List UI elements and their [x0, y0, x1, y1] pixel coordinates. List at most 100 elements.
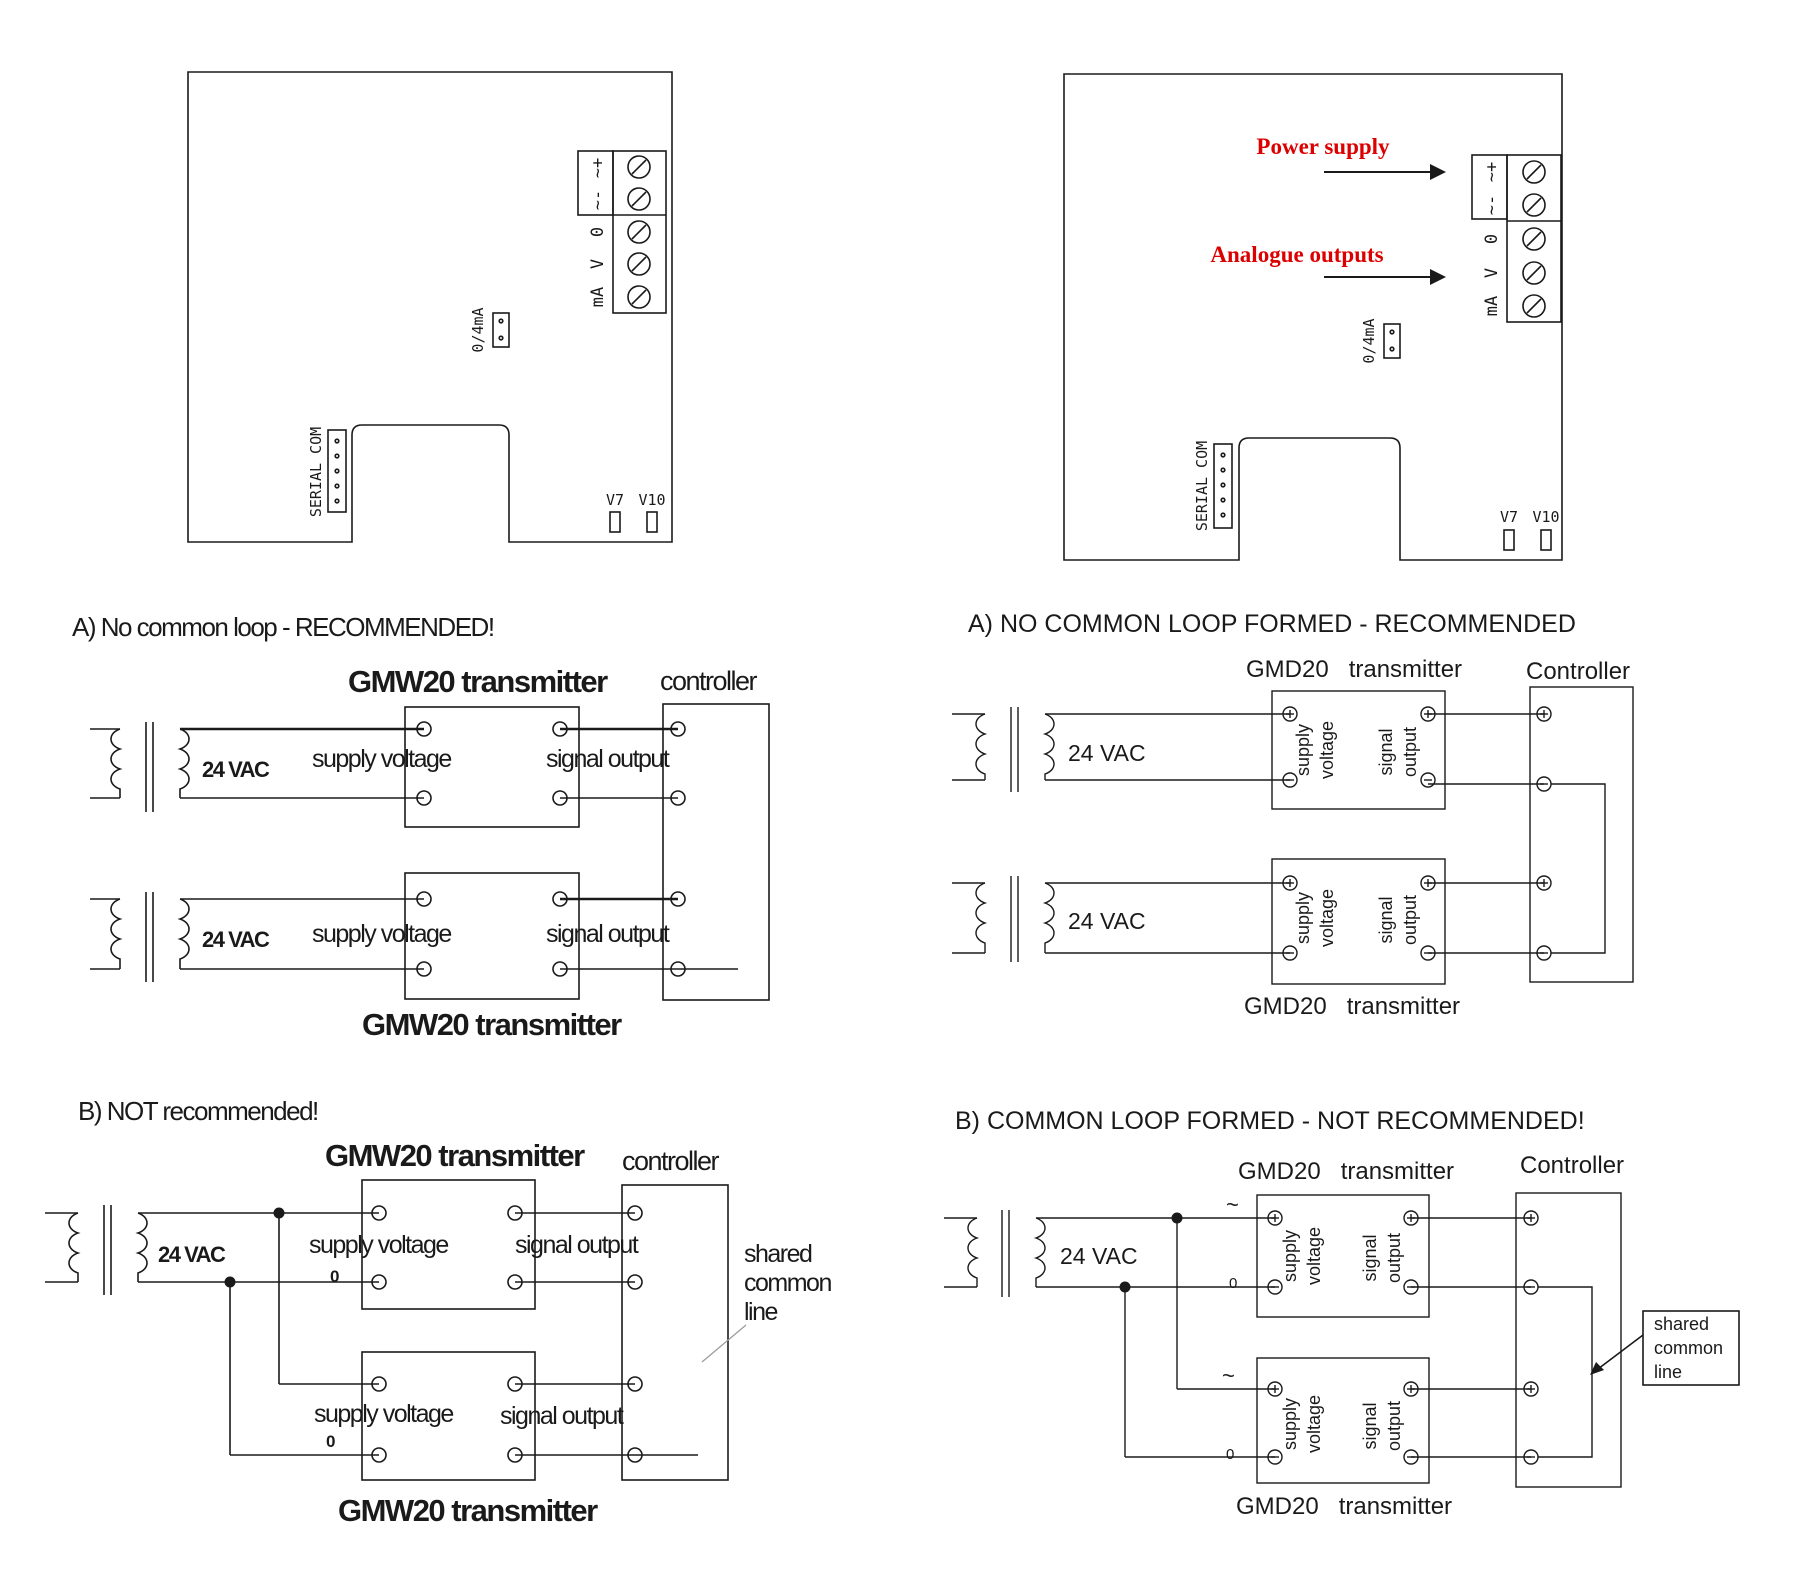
right-b-supply-bottom-2: voltage	[1304, 1395, 1324, 1453]
left-b-zero-bottom: 0	[326, 1432, 335, 1451]
arrow-head-outputs	[1430, 269, 1446, 285]
right-b-zero-bottom: 0	[1226, 1446, 1234, 1463]
right-b-wiring	[944, 1192, 1740, 1488]
terminal-label-ma: mA	[1482, 296, 1502, 316]
shared-line-arrow-head	[1590, 1362, 1604, 1375]
jumper-label: 0/4mA	[1360, 318, 1378, 363]
left-a-signal-output-top: signal output	[546, 745, 670, 773]
terminal-label-v: V	[1482, 268, 1502, 278]
left-a-supply-voltage-bottom: supply voltage	[312, 920, 451, 948]
right-b-supply-top-2: voltage	[1304, 1227, 1324, 1285]
left-b-zero-top: 0	[330, 1267, 339, 1286]
terminal-screw	[627, 155, 651, 309]
left-b-signal-output-top: signal output	[515, 1231, 639, 1259]
left-a-top-transmitter-title: GMW20 transmitter	[348, 664, 608, 699]
right-a-signal-bottom-1: signal	[1376, 896, 1396, 943]
terminal-screw	[1522, 160, 1546, 318]
right-b-top-transmitter-title: GMD20 transmitter	[1238, 1158, 1454, 1185]
led-v10	[646, 511, 658, 533]
right-a-signal-bottom-2: output	[1400, 895, 1420, 945]
serial-com-header	[327, 429, 347, 513]
right-a-supply-top-2: voltage	[1317, 721, 1337, 779]
left-b-supply-voltage-top: supply voltage	[309, 1231, 448, 1259]
serial-com-label: SERIAL COM	[307, 427, 325, 517]
right-a-top-transmitter-title: GMD20 transmitter	[1246, 656, 1462, 683]
right-a-signal-top-2: output	[1400, 727, 1420, 777]
left-b-vac-label: 24 VAC	[158, 1242, 226, 1267]
right-b-shared-line-2: common	[1654, 1338, 1723, 1358]
junction-dot	[273, 1207, 285, 1219]
serial-com-label: SERIAL COM	[1193, 441, 1211, 531]
jumper-0-4ma	[492, 312, 510, 348]
right-a-bottom-transmitter-title: GMD20 transmitter	[1244, 993, 1460, 1020]
led-v7-label: V7	[1500, 508, 1518, 526]
left-a-controller-title: controller	[660, 666, 758, 696]
left-a-heading: A) No common loop - RECOMMENDED!	[72, 612, 494, 642]
right-a-controller-title: Controller	[1526, 658, 1630, 685]
terminal-label-plus: ~+	[588, 158, 608, 178]
board-right	[1063, 73, 1563, 561]
left-b-shared-line-2: common	[744, 1269, 831, 1297]
serial-com-header	[1213, 443, 1233, 529]
right-a-supply-top-1: supply	[1293, 724, 1313, 776]
terminal-label-zero: 0	[1482, 234, 1502, 244]
right-a-vac-label-top: 24 VAC	[1068, 740, 1146, 766]
left-b-controller-title: controller	[622, 1146, 720, 1176]
left-b-supply-voltage-bottom: supply voltage	[314, 1400, 453, 1428]
right-a-supply-bottom-2: voltage	[1317, 889, 1337, 947]
led-v10	[1540, 529, 1552, 551]
left-a-vac-label-top: 24 VAC	[202, 757, 270, 782]
terminal-label-minus: ~-	[588, 190, 608, 210]
right-b-signal-bottom-1: signal	[1360, 1402, 1380, 1449]
right-b-bottom-transmitter-title: GMD20 transmitter	[1236, 1493, 1452, 1520]
jumper-0-4ma	[1383, 323, 1401, 359]
junction-dot	[224, 1276, 236, 1288]
left-b-shared-line-3: line	[744, 1298, 778, 1326]
left-a-supply-voltage-top: supply voltage	[312, 745, 451, 773]
terminal-label-ma: mA	[588, 287, 608, 307]
led-v7	[609, 511, 621, 533]
right-b-signal-top-2: output	[1384, 1233, 1404, 1283]
left-a-bottom-transmitter-title: GMW20 transmitter	[362, 1007, 622, 1042]
arrow-head-power	[1430, 164, 1446, 180]
right-b-supply-bottom-1: supply	[1280, 1398, 1300, 1450]
left-b-signal-output-bottom: signal output	[500, 1402, 624, 1430]
left-b-bottom-transmitter-title: GMW20 transmitter	[338, 1493, 598, 1528]
led-v7-label: V7	[606, 491, 624, 509]
junction-dot	[1171, 1212, 1183, 1224]
right-a-signal-top-1: signal	[1376, 728, 1396, 775]
left-b-top-transmitter-title: GMW20 transmitter	[325, 1138, 585, 1173]
led-v10-label: V10	[1532, 508, 1559, 526]
right-a-vac-label-bottom: 24 VAC	[1068, 908, 1146, 934]
junction-dot	[1119, 1281, 1131, 1293]
right-a-heading: A) NO COMMON LOOP FORMED - RECOMMENDED	[968, 610, 1576, 638]
right-b-zero-top: 0	[1229, 1275, 1237, 1292]
led-v10-label: V10	[638, 491, 665, 509]
right-b-vac-label: 24 VAC	[1060, 1243, 1138, 1269]
right-b-shared-line-1: shared	[1654, 1314, 1709, 1334]
analogue-outputs-label: Analogue outputs	[1210, 242, 1383, 267]
terminal-label-plus: ~+	[1482, 162, 1502, 182]
terminal-label-v: V	[588, 259, 608, 269]
left-a-signal-output-bottom: signal output	[546, 920, 670, 948]
left-a-vac-label-bottom: 24 VAC	[202, 927, 270, 952]
board-left	[187, 71, 673, 543]
left-b-wiring	[45, 1179, 747, 1481]
right-b-supply-top-1: supply	[1280, 1230, 1300, 1282]
right-a-supply-bottom-1: supply	[1293, 892, 1313, 944]
terminal-label-zero: 0	[588, 227, 608, 237]
right-a-wiring	[952, 686, 1634, 985]
left-a-wiring	[90, 703, 770, 1001]
right-b-tilde-top: ~	[1226, 1192, 1239, 1217]
right-b-signal-top-1: signal	[1360, 1234, 1380, 1281]
left-b-heading: B) NOT recommended!	[78, 1096, 318, 1126]
right-b-shared-line-3: line	[1654, 1362, 1682, 1382]
right-b-controller-title: Controller	[1520, 1152, 1624, 1179]
left-b-shared-line-1: shared	[744, 1240, 812, 1268]
terminal-label-minus: ~-	[1482, 195, 1502, 215]
right-b-heading: B) COMMON LOOP FORMED - NOT RECOMMENDED!	[955, 1107, 1585, 1135]
right-b-signal-bottom-2: output	[1384, 1401, 1404, 1451]
power-supply-label: Power supply	[1256, 134, 1390, 159]
jumper-label: 0/4mA	[469, 307, 487, 352]
